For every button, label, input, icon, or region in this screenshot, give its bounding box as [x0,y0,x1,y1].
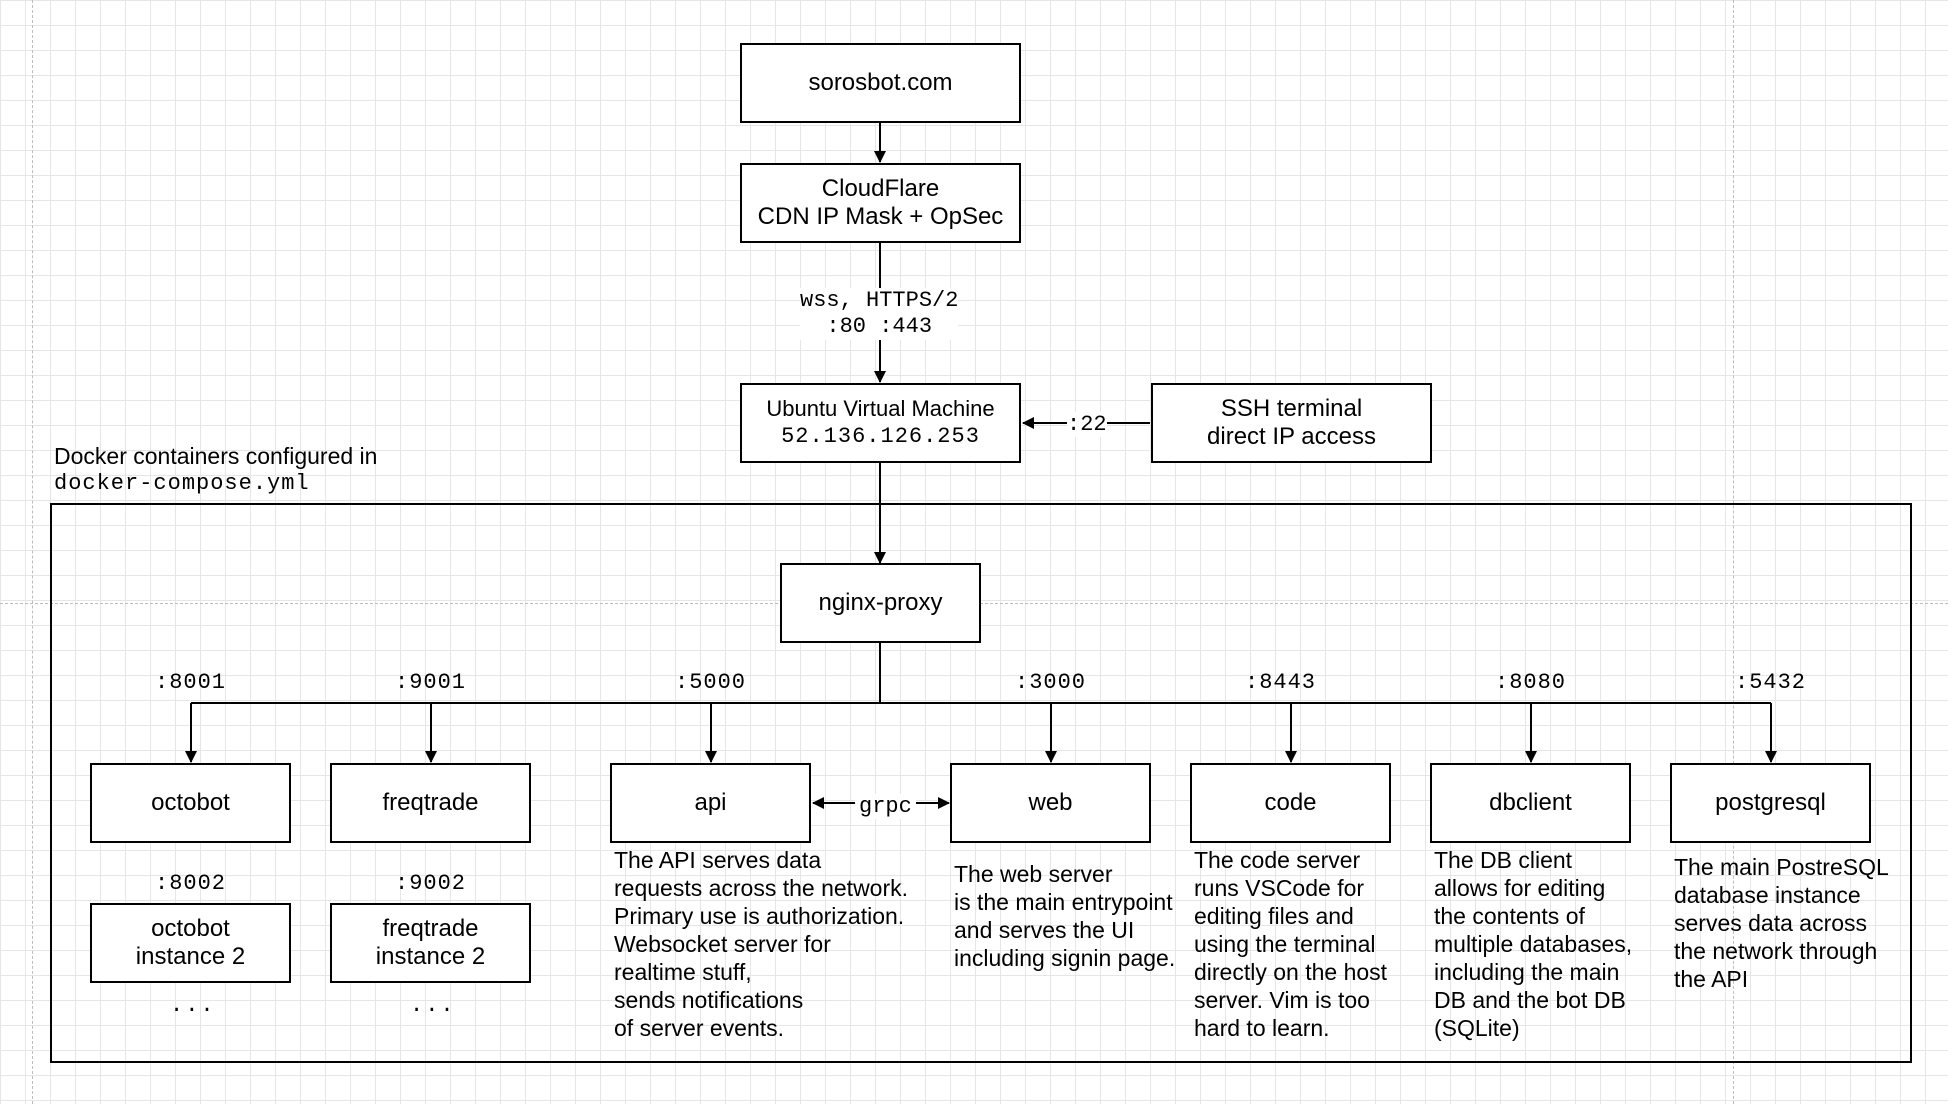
node-web: web [950,763,1151,843]
docker-container-title: Docker containers configured in docker-c… [54,442,377,498]
node-code-label: code [1264,789,1317,816]
node-dbclient: dbclient [1430,763,1631,843]
port-label-code: :8443 [1245,670,1317,695]
description-line: requests across the network. [614,875,909,901]
docker-container-boundary [50,503,1912,1063]
port-label-postgresql: :5432 [1735,670,1807,695]
node-ubuntu-vm-ip: 52.136.126.253 [781,424,980,449]
description-line: sends notifications [614,987,804,1013]
port-label-octobot: :8001 [155,670,227,695]
description-line: database instance [1674,882,1861,908]
description-line: The DB client [1434,847,1573,873]
node-ssh-subtitle: direct IP access [1207,423,1376,450]
description-line: multiple databases, [1434,931,1633,957]
node-octobot2-subtitle: instance 2 [135,943,246,970]
port-label-octobot-2: :8002 [155,871,227,896]
node-ssh-title: SSH terminal [1220,395,1363,422]
node-dbclient-label: dbclient [1489,789,1572,816]
freqtrade-more-instances-ellipsis: ... [410,993,456,1018]
node-cloudflare: CloudFlare CDN IP Mask + OpSec [740,163,1021,243]
node-ubuntu-vm: Ubuntu Virtual Machine 52.136.126.253 [740,383,1021,463]
description-line: allows for editing [1434,875,1606,901]
description-line: The main PostreSQL [1674,854,1889,880]
node-octobot: octobot [90,763,291,843]
edge-label-protocols: wss, HTTPS/2 :80 :443 [800,288,959,340]
docker-compose-filename: docker-compose.yml [54,471,310,496]
node-postgresql-label: postgresql [1715,789,1826,816]
description-line: The API serves data [614,847,822,873]
description-line: including the main [1434,959,1620,985]
description-line: editing files and [1194,903,1354,929]
description-line: using the terminal [1194,931,1376,957]
description-line: the network through [1674,938,1878,964]
description-line: server. Vim is too [1194,987,1370,1013]
node-postgresql: postgresql [1670,763,1871,843]
octobot-more-instances-ellipsis: ... [170,993,216,1018]
edge-label-protocols-line1: wss, HTTPS/2 [800,288,959,313]
description-line: directly on the host [1194,959,1388,985]
description-line: is the main entrypoint [954,889,1173,915]
node-freqtrade-label: freqtrade [382,789,479,816]
node-api: api [610,763,811,843]
description-line: the contents of [1434,903,1585,929]
node-ubuntu-vm-title: Ubuntu Virtual Machine [766,396,995,421]
port-label-web: :3000 [1015,670,1087,695]
node-octobot-label: octobot [151,789,230,816]
description-line: realtime stuff, [614,959,752,985]
description-line: (SQLite) [1434,1015,1520,1041]
docker-container-title-text: Docker containers configured in [54,443,378,469]
node-web-label: web [1028,789,1073,816]
guide-line-vertical-left [32,0,33,1104]
port-label-freqtrade-2: :9002 [395,871,467,896]
edge-label-grpc: grpc [855,794,916,819]
description-web: The web server is the main entrypoint an… [954,860,1175,972]
description-line: DB and the bot DB [1434,987,1626,1013]
node-nginx-proxy: nginx-proxy [780,563,981,643]
description-code: The code server runs VSCode for editing … [1194,846,1387,1042]
description-line: the API [1674,966,1749,992]
description-dbclient: The DB client allows for editing the con… [1434,846,1632,1042]
node-ssh-terminal: SSH terminal direct IP access [1151,383,1432,463]
description-line: and serves the UI [954,917,1135,943]
edge-label-protocols-line2: :80 :443 [826,314,933,339]
node-freqtrade-instance-2: freqtrade instance 2 [330,903,531,983]
node-freqtrade2-subtitle: instance 2 [375,943,486,970]
description-line: The web server [954,861,1113,887]
description-line: runs VSCode for [1194,875,1365,901]
node-sorosbot-label: sorosbot.com [808,69,953,96]
node-octobot-instance-2: octobot instance 2 [90,903,291,983]
description-line: including signin page. [954,945,1176,971]
node-freqtrade: freqtrade [330,763,531,843]
guide-line-vertical-right [1733,0,1734,1104]
port-label-freqtrade: :9001 [395,670,467,695]
port-label-api: :5000 [675,670,747,695]
description-line: serves data across [1674,910,1868,936]
description-line: Websocket server for [614,931,831,957]
node-nginx-label: nginx-proxy [818,589,943,616]
edge-label-ssh-port: :22 [1067,412,1107,437]
description-api: The API serves data requests across the … [614,846,908,1042]
description-postgresql: The main PostreSQL database instance ser… [1674,853,1889,993]
node-sorosbot: sorosbot.com [740,43,1021,123]
node-api-label: api [694,789,727,816]
node-code: code [1190,763,1391,843]
node-cloudflare-subtitle: CDN IP Mask + OpSec [757,203,1004,230]
node-freqtrade2-title: freqtrade [382,915,479,942]
node-octobot2-title: octobot [151,915,230,942]
node-cloudflare-title: CloudFlare [821,175,940,202]
description-line: hard to learn. [1194,1015,1330,1041]
description-line: of server events. [614,1015,785,1041]
port-label-dbclient: :8080 [1495,670,1567,695]
description-line: The code server [1194,847,1361,873]
description-line: Primary use is authorization. [614,903,905,929]
